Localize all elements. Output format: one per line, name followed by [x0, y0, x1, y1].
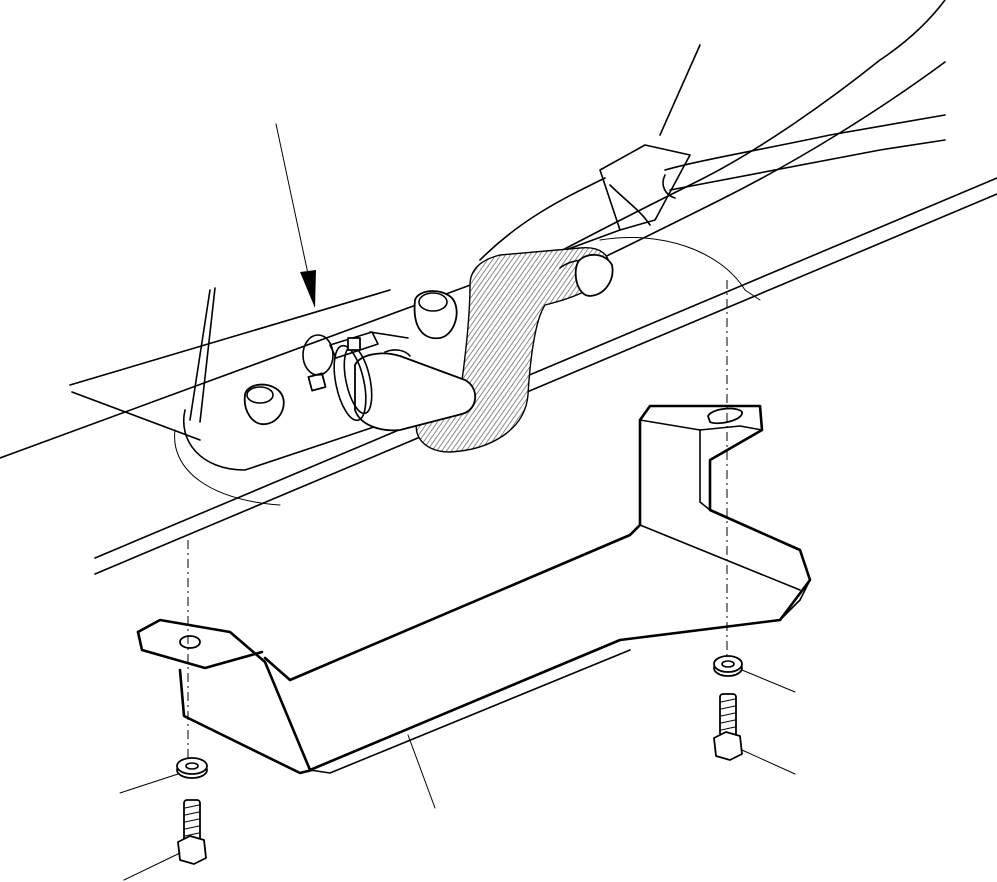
centerlines — [187, 280, 728, 762]
view-arrow — [275, 123, 316, 308]
hose — [354, 247, 610, 453]
pipe-nubs — [243, 253, 614, 425]
hose-clamp — [302, 331, 409, 422]
left-fastener — [176, 757, 208, 865]
bracket — [136, 404, 812, 775]
leader-lines — [119, 669, 796, 881]
right-fastener — [713, 655, 743, 761]
